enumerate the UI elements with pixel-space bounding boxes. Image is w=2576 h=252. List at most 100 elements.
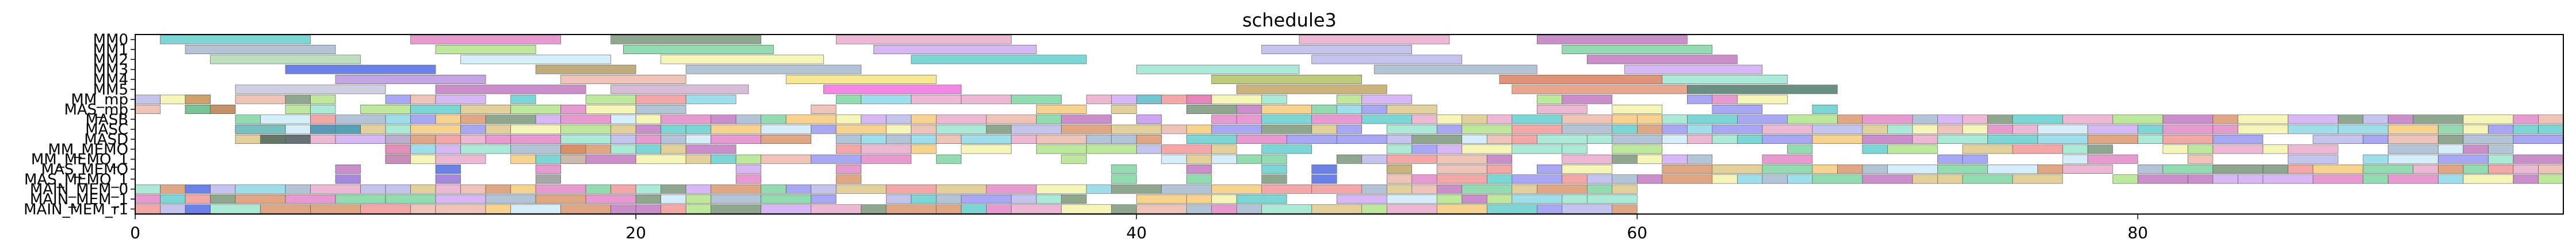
task-bar [936,184,987,194]
task-bar [1411,144,1437,154]
task-bar [685,154,711,164]
task-bar [435,165,461,174]
task-bar [460,184,486,194]
task-bar [1361,94,1413,104]
task-bar [1436,144,1463,154]
task-bar [735,114,761,124]
task-bar [1987,135,2038,144]
task-bar [1887,144,1938,154]
task-bar [661,194,686,204]
chart-title: schedule3 [1242,9,1337,31]
task-bar [1136,194,1187,204]
task-bar [961,94,1012,104]
task-bar [2062,154,2088,164]
task-bar [2188,144,2214,154]
task-bar [1486,154,1513,164]
task-bar [360,105,411,114]
task-bar [1261,94,1287,104]
task-bar [1261,204,1312,214]
task-bar [235,114,261,124]
task-bar [835,165,861,174]
task-bar [385,94,411,104]
task-bar [986,204,1012,214]
task-bar [785,114,837,124]
task-bar [811,105,837,114]
task-bar [2312,135,2364,144]
task-bar [685,204,711,214]
task-bar [535,64,636,74]
task-bar [335,165,361,174]
task-bar [1186,174,1212,184]
task-bar [1236,114,1262,124]
task-bar [2363,114,2388,124]
task-bar [2162,124,2214,134]
task-bar [1311,124,1337,134]
task-bar [585,184,611,194]
task-bar [435,194,486,204]
task-bar [1812,135,1863,144]
task-bar [2438,174,2464,184]
task-bar [1211,204,1237,214]
task-bar [1311,114,1363,124]
task-bar [1737,174,1763,184]
task-bar [661,114,711,124]
task-bar [685,184,711,194]
task-bar [2388,174,2438,184]
task-bar [560,154,586,164]
task-bar [1562,45,1713,54]
task-bar [2363,135,2388,144]
task-bar [1812,124,1863,134]
task-bar [1411,135,1463,144]
task-bar [711,114,736,124]
task-bar [1311,204,1363,214]
task-bar [285,124,311,134]
task-bar [1937,124,1963,134]
task-bar [2488,165,2514,174]
task-bar [2388,114,2414,124]
task-bar [861,114,887,124]
task-bar [1612,144,1663,154]
task-bar [1236,135,1287,144]
task-bar [2288,154,2338,164]
task-bar [1261,144,1312,154]
task-bar [1937,154,1963,164]
task-bar [1962,124,1988,134]
task-bar [2188,174,2214,184]
task-bar [560,144,586,154]
task-bar [1862,135,1913,144]
task-bar [1386,154,1437,164]
task-bar [685,135,711,144]
task-bar [210,204,261,214]
task-bar [1236,85,1387,94]
task-bar [1586,135,1613,144]
task-bar [1512,85,1688,94]
task-bar [1361,154,1387,164]
task-bar [861,204,887,214]
task-bar [1361,184,1387,194]
task-bar [1687,94,1713,104]
task-bar [335,75,486,84]
task-bar [1086,184,1112,194]
task-bar [785,184,811,194]
task-bar [761,124,811,134]
x-tick-label: 0 [130,223,140,242]
task-bar [1211,184,1262,194]
task-bar [2262,144,2288,154]
task-bar [1236,154,1262,164]
task-bar [560,124,611,134]
task-bar [1499,75,1663,84]
task-bar [873,45,1037,54]
task-bar [1812,105,1838,114]
task-bar [2037,124,2088,134]
task-bar [1712,135,1738,144]
task-bar [160,35,311,44]
task-bar [1186,165,1212,174]
y-tick-label: MAIN_MEM_1 [30,191,128,208]
task-bar [661,135,686,144]
task-bar [235,184,286,194]
task-bar [1211,194,1237,204]
task-bar [585,105,636,114]
task-bar [510,124,561,134]
task-bar [1061,194,1087,204]
task-bar [2463,165,2489,174]
